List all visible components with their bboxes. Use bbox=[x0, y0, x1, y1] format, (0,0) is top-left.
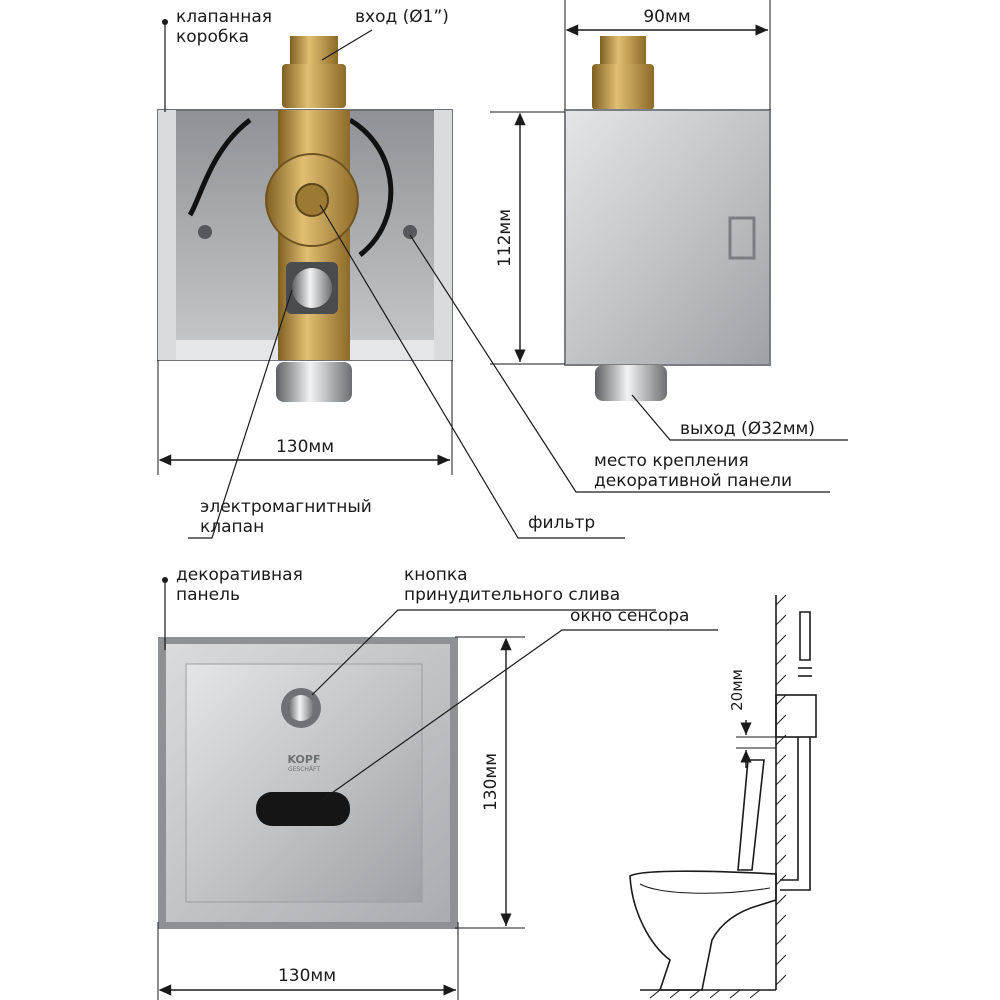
sensor-leader bbox=[321, 629, 718, 801]
box-width-label: 130мм bbox=[276, 437, 334, 457]
panel-label-1: декоративная bbox=[176, 565, 303, 585]
tank-support bbox=[737, 759, 765, 871]
brand-logo: KOPF bbox=[288, 753, 321, 766]
solenoid-label-1: электромагнитный bbox=[200, 497, 372, 517]
button-label-1: кнопка bbox=[404, 565, 468, 585]
solenoid-coil bbox=[292, 268, 332, 308]
wall-valve-box bbox=[775, 694, 817, 738]
inlet-leader bbox=[321, 29, 373, 61]
inlet-thread bbox=[290, 36, 338, 64]
inlet-nut-2 bbox=[592, 64, 654, 110]
panel-label-2: панель bbox=[176, 585, 240, 605]
cable-right bbox=[348, 117, 394, 257]
mount-label-1: место крепления bbox=[594, 451, 749, 471]
mount-leader bbox=[409, 234, 830, 493]
inlet-nut bbox=[282, 64, 346, 108]
valve-box-label-2: коробка bbox=[176, 27, 249, 47]
sensor-label: окно сенсора bbox=[570, 606, 689, 626]
inlet-thread-2 bbox=[600, 36, 646, 64]
outlet-fitting bbox=[276, 362, 352, 402]
panel-height-label: 130мм bbox=[481, 753, 501, 811]
valve-box-label-1: клапанная bbox=[176, 7, 272, 27]
sensor-window bbox=[256, 792, 350, 826]
flush-button bbox=[288, 695, 314, 721]
filter-cap bbox=[295, 183, 329, 217]
button-leader bbox=[311, 609, 656, 696]
toilet-rim bbox=[639, 883, 771, 894]
width-90-label: 90мм bbox=[643, 7, 690, 27]
mount-hole-left bbox=[198, 225, 212, 239]
button-label-2: принудительного слива bbox=[404, 585, 620, 605]
panel-width-label: 130мм bbox=[278, 966, 336, 986]
filter-label: фильтр bbox=[528, 513, 595, 533]
solenoid-leader bbox=[188, 289, 293, 539]
valve-box-photo bbox=[157, 36, 453, 402]
floor-hatching bbox=[649, 989, 761, 999]
brand-logo-sub: GESCHÄFT bbox=[288, 766, 320, 773]
installation-sketch bbox=[629, 594, 817, 999]
flush-pipe bbox=[780, 737, 811, 891]
box-cover-slots bbox=[728, 216, 756, 260]
wall-hatching bbox=[775, 594, 787, 986]
box-right-wall bbox=[434, 110, 452, 360]
cable-left bbox=[187, 118, 252, 217]
box-cover bbox=[564, 109, 771, 366]
outlet-label: выход (Ø32мм) bbox=[680, 419, 815, 439]
inlet-label: вход (Ø1”) bbox=[355, 7, 449, 27]
height-112-label: 112мм bbox=[495, 209, 515, 267]
filter-leader bbox=[319, 204, 625, 539]
outlet-leader bbox=[631, 394, 848, 441]
solenoid-label-2: клапан bbox=[200, 517, 264, 537]
box-left-wall bbox=[158, 110, 176, 360]
supply-pipe-top bbox=[799, 611, 811, 661]
outlet-fitting-2 bbox=[595, 365, 667, 401]
mount-label-2: декоративной панели bbox=[594, 471, 792, 491]
closed-box-photo bbox=[564, 36, 771, 401]
mount-hole-right bbox=[403, 225, 417, 239]
gap-20-label: 20мм bbox=[728, 669, 746, 711]
toilet-bowl bbox=[629, 870, 777, 991]
decorative-panel-photo: KOPF GESCHÄFT bbox=[158, 637, 458, 929]
